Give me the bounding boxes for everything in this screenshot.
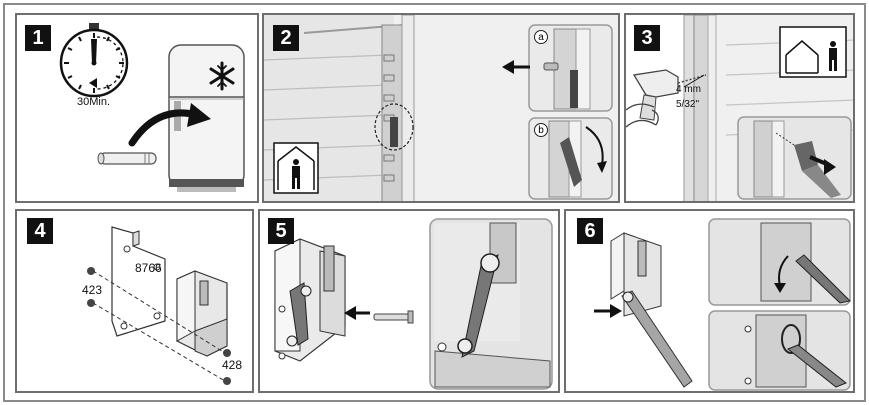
inset-a <box>502 24 613 112</box>
step-5-inset <box>429 218 553 390</box>
callout-a: a <box>534 30 548 44</box>
step-2-number: 2 <box>273 25 299 51</box>
pin-part <box>97 152 157 165</box>
step-2-panel: 2 <box>262 13 620 203</box>
step-5-number: 5 <box>268 218 294 244</box>
stopwatch-icon <box>59 23 129 98</box>
drill-size-mm-label: 4 mm <box>676 84 701 95</box>
step-1-panel: 1 <box>15 13 259 203</box>
bracket-plate-8766 <box>111 226 166 337</box>
inset-b <box>528 117 613 200</box>
step-6-illustration <box>594 218 852 391</box>
snowflake-icon <box>209 61 235 91</box>
part-label-8766: 8766 <box>135 261 162 275</box>
drill-icon <box>626 69 707 128</box>
indoor-person-icon <box>273 142 319 194</box>
step-6-panel: 6 <box>564 209 855 393</box>
step-6-inset-top <box>708 218 852 306</box>
step-3-inset <box>737 116 852 200</box>
lock-body <box>176 270 228 357</box>
duration-label: 30Min. <box>77 96 111 108</box>
step-4-panel: 4 8766 423 428 <box>15 209 254 393</box>
part-label-423: 423 <box>82 283 103 297</box>
outdoor-person-icon <box>779 26 847 78</box>
curved-arrow-icon <box>128 103 211 147</box>
step-3-number: 3 <box>634 25 660 51</box>
lock-assembly <box>274 238 346 362</box>
step-3-illustration <box>626 15 853 201</box>
bolt-part <box>373 310 414 324</box>
step-6-number: 6 <box>577 218 603 244</box>
step-5-panel: 5 <box>258 209 560 393</box>
step-4-number: 4 <box>27 218 53 244</box>
lock-with-lever <box>610 232 693 388</box>
step-1-number: 1 <box>25 25 51 51</box>
step-2-illustration <box>264 15 618 201</box>
callout-b: b <box>534 123 548 137</box>
screw-423 <box>87 267 95 307</box>
step-1-illustration <box>59 23 245 192</box>
drill-size-inch-label: 5/32" <box>676 99 700 110</box>
step-5-illustration <box>274 218 553 390</box>
screw-428 <box>223 349 231 385</box>
step-6-inset-bottom <box>708 310 851 391</box>
step-4-illustration <box>87 226 231 385</box>
step-3-panel: 3 <box>624 13 855 203</box>
part-label-428: 428 <box>222 358 243 372</box>
